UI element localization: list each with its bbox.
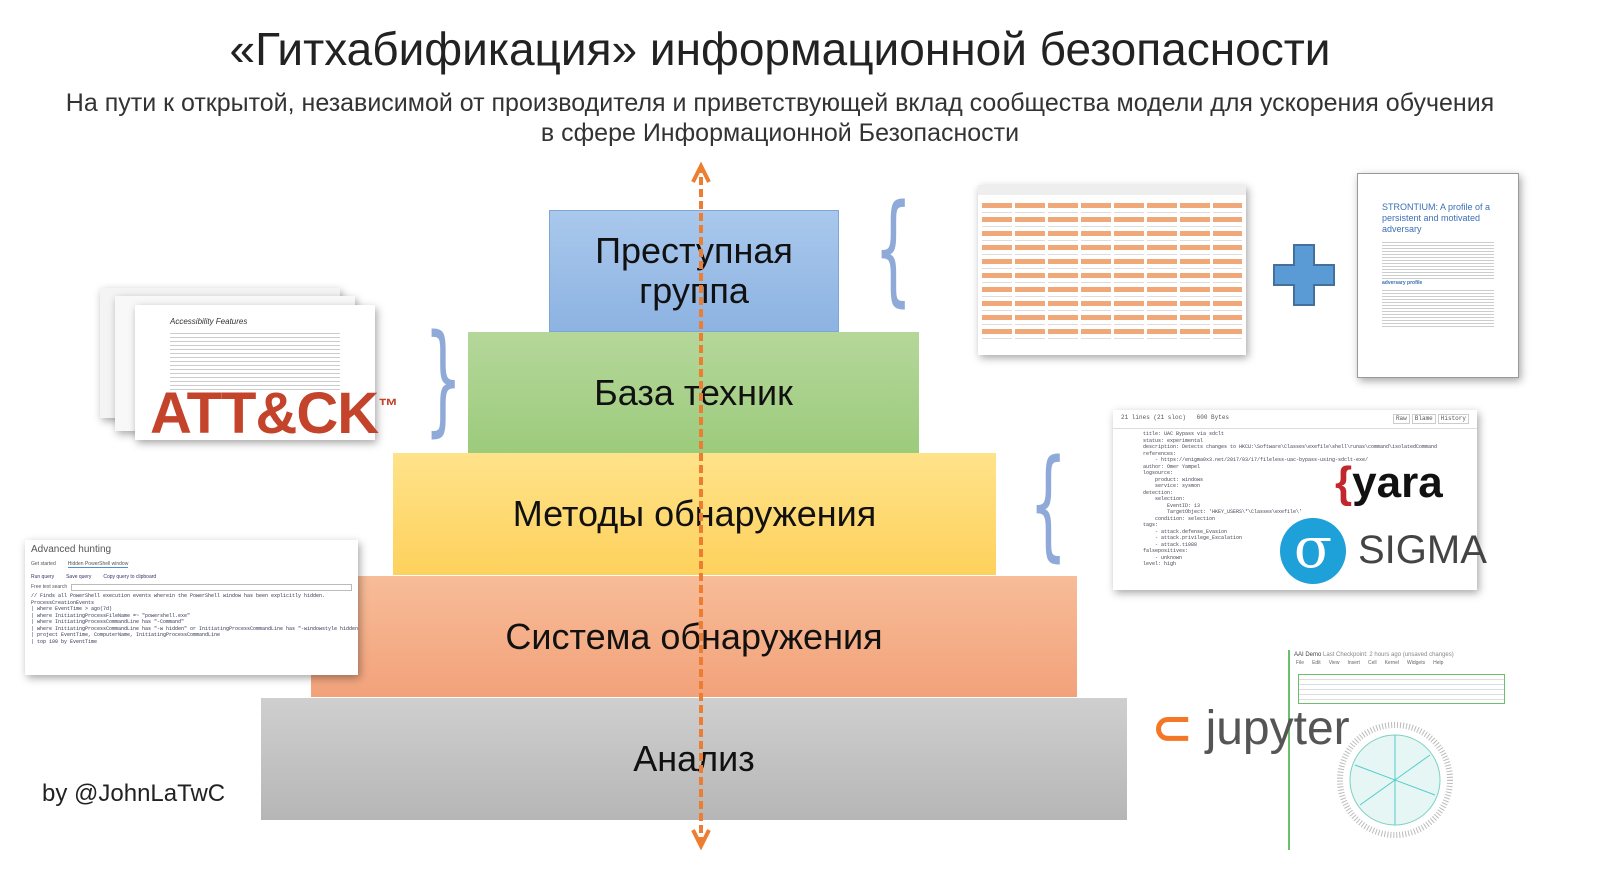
plus-icon	[1273, 244, 1335, 306]
brace-icon: {	[1029, 435, 1068, 574]
slide-subtitle: На пути к открытой, независимой от произ…	[65, 89, 1495, 147]
attack-page-text	[170, 330, 340, 390]
report-text	[1382, 288, 1494, 328]
menu-item[interactable]: Insert	[1347, 660, 1360, 666]
menu-item[interactable]: Kernel	[1384, 660, 1400, 666]
checkpoint: Last Checkpoint: 2 hours ago (unsaved ch…	[1323, 652, 1454, 658]
yara-logo: {yara	[1335, 458, 1443, 508]
code-line: logsource:	[1143, 470, 1174, 476]
attack-page-title: Accessibility Features	[170, 317, 248, 326]
code-line: title: UAC Bypass via sdclt	[1143, 431, 1225, 437]
code-line: | where EventTime > ago(7d)	[31, 606, 113, 612]
code-line: TargetObject: 'HKEY_USERS\*\Classes\exef…	[1143, 509, 1303, 515]
menu-item[interactable]: Widgets	[1407, 660, 1426, 666]
jupyter-logo-text: jupyter	[1205, 702, 1350, 755]
report-text	[1382, 240, 1494, 280]
code-line: falsepositives:	[1143, 548, 1189, 554]
strontium-title: STRONTIUM: A profile of a persistent and…	[1382, 202, 1491, 234]
jupyter-notebook-screenshot: AAI Demo Last Checkpoint: 2 hours ago (u…	[1288, 650, 1513, 850]
code-cell	[1298, 674, 1505, 704]
code-line: selection:	[1143, 496, 1186, 502]
yara-logo-text: yara	[1352, 458, 1443, 507]
code-line: EventID: 13	[1143, 502, 1201, 509]
search-input[interactable]	[71, 584, 352, 591]
blame-button[interactable]: Blame	[1411, 414, 1436, 424]
code-line: detection:	[1143, 489, 1174, 496]
layer-label: База техник	[594, 371, 793, 413]
menu-item[interactable]: Edit	[1312, 660, 1321, 666]
code-line: author: Omer Yampel	[1143, 463, 1201, 470]
layer-technique-base: База техник	[468, 332, 919, 453]
code-line: - attack.privilege_Escalation	[1143, 535, 1243, 541]
layer-detection-methods: Методы обнаружения	[393, 453, 996, 575]
jupyter-logo-icon: ⊂	[1152, 702, 1193, 755]
hunting-title: Advanced hunting	[31, 544, 112, 555]
tab-hidden-powershell[interactable]: Hidden PowerShell window	[67, 561, 129, 568]
brace-icon: {	[874, 180, 913, 319]
layer-analysis: Анализ	[261, 698, 1127, 820]
code-line: | project EventTime, ComputerName, Initi…	[31, 632, 221, 638]
code-line: - https://enigma0x3.net/2017/03/17/filel…	[1143, 457, 1369, 463]
code-line: condition: selection	[1143, 515, 1216, 522]
copy-query-button[interactable]: Copy query to clipboard	[103, 574, 157, 580]
code-line: description: Detects changes to HKCU:\So…	[1143, 444, 1438, 450]
code-line: | top 100 by EventTime	[31, 638, 98, 645]
code-line: - attack.t1088	[1143, 541, 1198, 548]
layer-label: Методы обнаружения	[512, 493, 877, 534]
code-line: | where InitiatingProcessCommandLine has…	[31, 625, 358, 632]
code-line: references:	[1143, 450, 1177, 457]
code-line: tags:	[1143, 522, 1159, 528]
hunting-code: // Finds all PowerShell execution events…	[31, 593, 358, 645]
sigma-logo-text: SIGMA	[1358, 528, 1487, 572]
tab-get-started[interactable]: Get started	[31, 561, 56, 567]
code-line: // Finds all PowerShell execution events…	[31, 593, 326, 599]
code-line: service: sysmon	[1143, 483, 1201, 489]
arrow-up-icon	[691, 161, 711, 183]
raw-button[interactable]: Raw	[1392, 414, 1410, 424]
code-line: | where InitiatingProcessFileName =~ "po…	[31, 612, 191, 619]
search-label: Free text search	[31, 584, 68, 590]
menu-item[interactable]: View	[1328, 660, 1340, 666]
strontium-report: STRONTIUM: A profile of a persistent and…	[1357, 173, 1519, 378]
sigma-logo-icon: σ	[1280, 518, 1346, 584]
attack-logo-text: ATT&CK	[150, 381, 379, 446]
save-query-button[interactable]: Save query	[66, 574, 92, 580]
strontium-section: adversary profile	[1382, 280, 1423, 286]
code-line: - unknown	[1143, 554, 1183, 561]
code-line: status: experimental	[1143, 437, 1204, 444]
attack-logo: ATT&CK™	[150, 380, 398, 447]
attack-tm: ™	[378, 395, 398, 418]
code-line: ProcessCreationEvents	[31, 599, 95, 606]
brace-icon: {	[424, 310, 463, 449]
attack-navigator-screenshot	[978, 185, 1246, 355]
layer-threat-actor: Преступная группа	[549, 210, 839, 332]
jupyter-menu: File Edit View Insert Cell Kernel Widgets Help	[1296, 660, 1507, 666]
menu-item[interactable]: Help	[1433, 660, 1444, 666]
history-button[interactable]: History	[1437, 414, 1469, 424]
slide-title: «Гитхабификация» информационной безопасн…	[229, 23, 1331, 75]
code-line: | where InitiatingProcessCommandLine has…	[31, 619, 185, 625]
chord-diagram	[1337, 722, 1453, 838]
menu-item[interactable]: Cell	[1367, 660, 1377, 666]
author-credit: by @JohnLaTwC	[42, 780, 226, 807]
run-query-button[interactable]: Run query	[31, 574, 55, 580]
jupyter-logo: ⊂ jupyter	[1152, 700, 1350, 756]
attack-screenshot-front: Accessibility Features	[135, 305, 375, 440]
notebook-name: AAI Demo	[1294, 652, 1322, 658]
layer-label: Система обнаружения	[505, 615, 883, 657]
layer-label: Преступная группа	[595, 230, 793, 311]
arrow-down-icon	[691, 829, 711, 851]
code-line: product: windows	[1143, 476, 1204, 483]
menu-item[interactable]: File	[1296, 660, 1305, 666]
layer-label: Анализ	[633, 738, 755, 779]
layer-detection-system: Система обнаружения	[311, 576, 1077, 697]
file-info: 21 lines (21 sloc) 600 Bytes	[1121, 414, 1230, 421]
yara-brace: {	[1335, 458, 1353, 507]
advanced-hunting-screenshot: Advanced hunting Get started Hidden Power…	[25, 540, 358, 675]
code-line: - attack.defense_Evasion	[1143, 528, 1228, 535]
code-line: level: high	[1143, 561, 1177, 567]
dashed-vertical-arrow	[699, 165, 703, 845]
